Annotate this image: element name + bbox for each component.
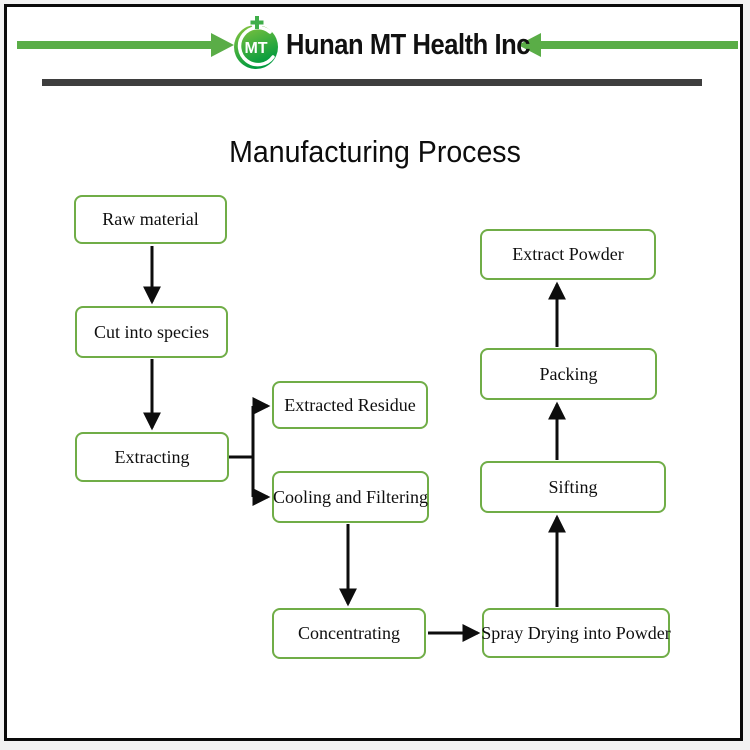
company-name: Hunan MT Health Inc	[286, 28, 531, 61]
node-sifting: Sifting	[480, 461, 666, 513]
node-concentrating: Concentrating	[272, 608, 426, 659]
mt-logo-icon: MT	[234, 16, 278, 69]
node-spray-drying-into-powder: Spray Drying into Powder	[481, 608, 671, 658]
node-packing: Packing	[480, 348, 657, 400]
header-divider	[42, 79, 702, 86]
node-extracted-residue: Extracted Residue	[272, 381, 428, 429]
node-extracting: Extracting	[75, 432, 229, 482]
node-cut-into-species: Cut into species	[75, 306, 228, 358]
page-title: Manufacturing Process	[229, 134, 521, 169]
node-cooling-and-filtering: Cooling and Filtering	[272, 471, 429, 523]
node-raw-material: Raw material	[74, 195, 227, 244]
mt-logo-text: MT	[244, 40, 267, 57]
node-extract-powder: Extract Powder	[480, 229, 656, 280]
